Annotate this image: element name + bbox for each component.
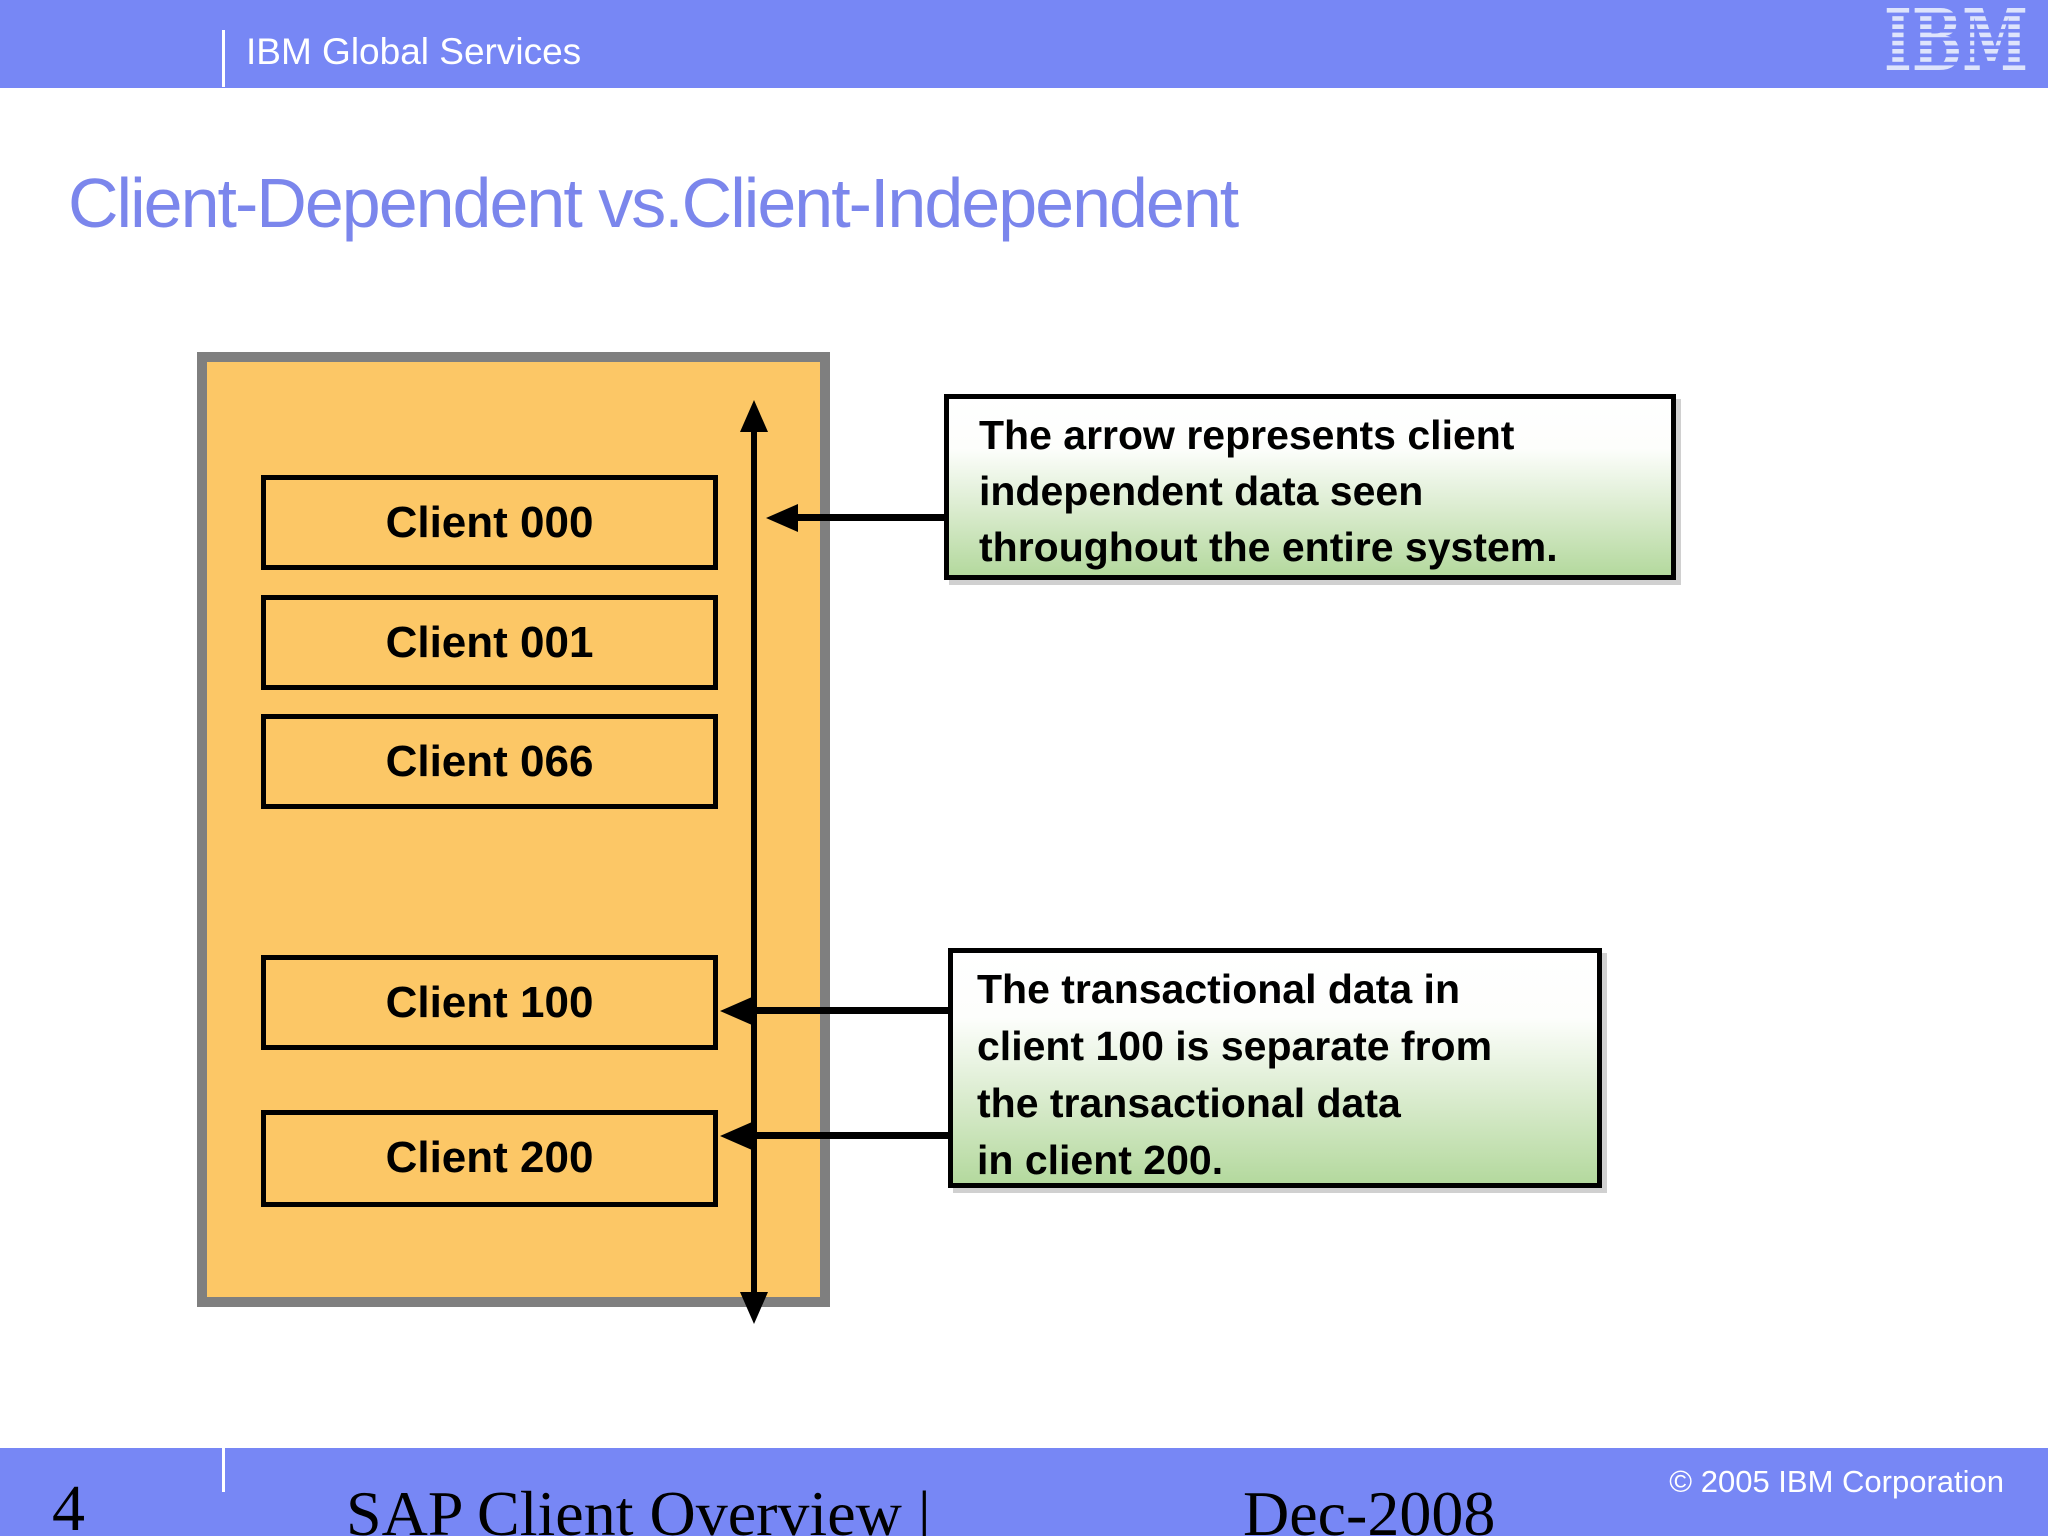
header-separator-line xyxy=(222,30,225,87)
header-brand: IBM Global Services xyxy=(246,31,582,72)
header-bar: IBM Global Services IBM xyxy=(0,0,2048,91)
callout2-arrow-head-client100-icon xyxy=(720,997,752,1025)
client-box-200: Client 200 xyxy=(261,1110,718,1207)
ibm-logo-text: IBM xyxy=(1884,8,2028,74)
callout-client-independent: The arrow represents client independent … xyxy=(944,394,1676,580)
footer-bar xyxy=(0,1448,2048,1536)
client-independent-arrow-line xyxy=(751,428,757,1296)
callout-transactional-data: The transactional data in client 100 is … xyxy=(948,948,1602,1188)
callout1-arrow-head-icon xyxy=(766,504,798,532)
ibm-logo-icon: IBM xyxy=(1882,0,2030,91)
page-title: Client-Dependent vs.Client-Independent xyxy=(68,164,1239,242)
footer-page-number: 4 xyxy=(52,1472,85,1536)
footer-separator-line xyxy=(222,1448,225,1492)
callout2-connector-line-client200 xyxy=(751,1132,948,1139)
client-box-100: Client 100 xyxy=(261,955,718,1050)
arrow-down-head-icon xyxy=(740,1292,768,1324)
client-box-001: Client 001 xyxy=(261,595,718,690)
client-box-066: Client 066 xyxy=(261,714,718,809)
callout2-connector-line-client100 xyxy=(751,1007,948,1014)
footer-copyright: © 2005 IBM Corporation xyxy=(1669,1464,2004,1499)
client-box-000: Client 000 xyxy=(261,475,718,570)
callout2-arrow-head-client200-icon xyxy=(720,1122,752,1150)
footer-date: Dec-2008 xyxy=(1243,1478,1496,1536)
callout1-connector-line xyxy=(797,514,944,521)
footer-deck-title: SAP Client Overview | xyxy=(346,1478,931,1536)
arrow-up-head-icon xyxy=(740,400,768,432)
